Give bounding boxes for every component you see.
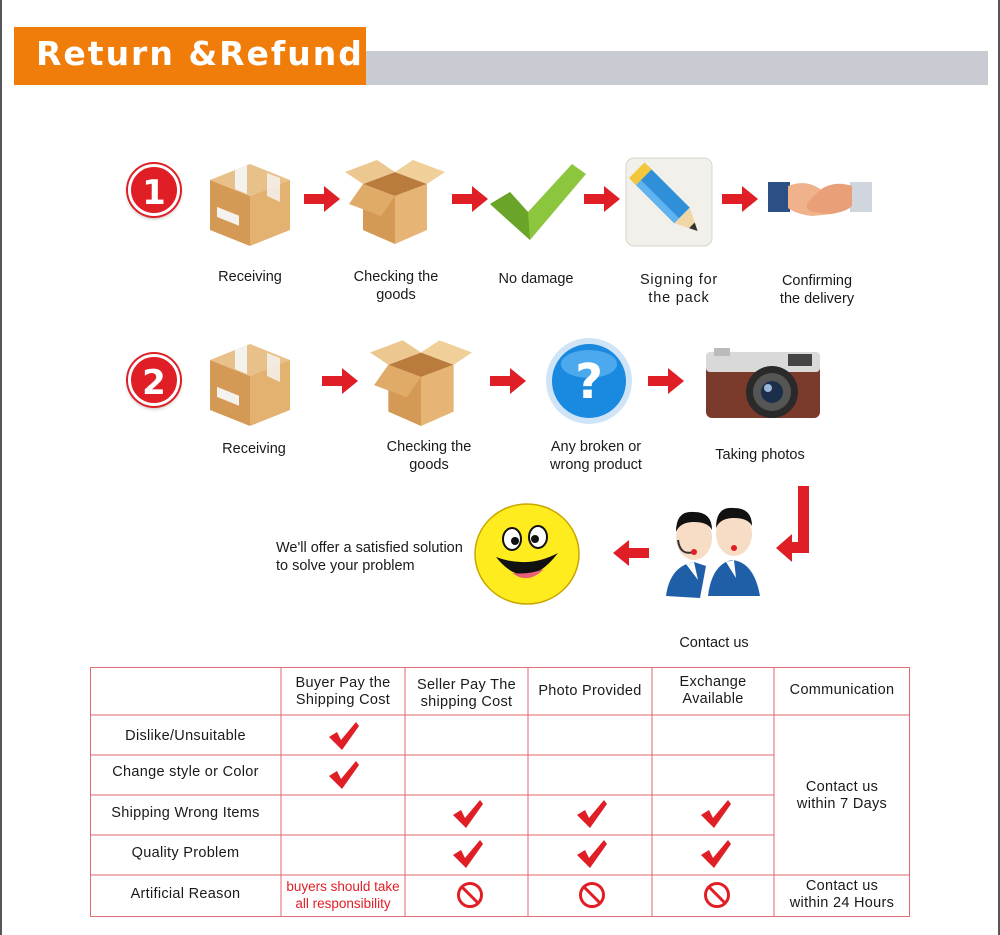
- header-rule: [366, 51, 988, 85]
- smiley-icon: [474, 503, 580, 605]
- arrow-left-icon: [613, 540, 649, 566]
- arrow-right-icon: [304, 186, 340, 212]
- arrow-right-icon: [648, 368, 684, 394]
- closed-box-icon: [210, 164, 290, 246]
- svg-text:?: ?: [575, 354, 603, 410]
- step2-label-4: Taking photos: [715, 447, 805, 463]
- handshake-icon: [768, 182, 872, 216]
- step1-label-1: Receiving: [218, 269, 282, 285]
- check-mark-icon: [329, 722, 359, 750]
- arrow-right-icon: [452, 186, 488, 212]
- row-label-wrong-items: Shipping Wrong Items: [111, 805, 260, 821]
- row-label-quality: Quality Problem: [131, 845, 240, 861]
- page-title: Return &Refund: [36, 34, 364, 73]
- header-communication: Communication: [789, 682, 895, 698]
- check-mark-icon: [329, 761, 359, 789]
- check-mark-icon: [453, 800, 483, 828]
- check-mark-icon: [453, 840, 483, 868]
- check-mark-icon: [701, 800, 731, 828]
- step2-label-1: Receiving: [222, 441, 286, 457]
- prohibited-icon: [704, 882, 730, 908]
- contact-us-label: Contact us: [679, 635, 749, 651]
- step-number-2: 2: [128, 354, 180, 406]
- open-box-icon: [345, 160, 445, 244]
- check-mark-icon: [577, 840, 607, 868]
- header-bar: [14, 27, 366, 85]
- check-mark-icon: [577, 800, 607, 828]
- step1-label-3: No damage: [498, 271, 574, 287]
- open-box-icon: [369, 340, 473, 426]
- row-label-dislike: Dislike/Unsuitable: [125, 728, 246, 744]
- camera-icon: [706, 348, 820, 418]
- arrow-right-icon: [322, 368, 358, 394]
- arrow-right-icon: [722, 186, 758, 212]
- support-agents-icon: [666, 507, 760, 598]
- question-icon: ?: [546, 338, 632, 424]
- prohibited-icon: [457, 882, 483, 908]
- arrow-down-left-icon: [776, 486, 809, 562]
- row-label-artificial: Artificial Reason: [130, 886, 241, 902]
- header-photo-provided: Photo Provided: [538, 683, 642, 699]
- check-mark-icon: [701, 840, 731, 868]
- pencil-icon: [625, 157, 713, 247]
- table-grid-lines: [90, 667, 910, 917]
- arrow-right-icon: [584, 186, 620, 212]
- row-label-change-style: Change style or Color: [112, 764, 259, 780]
- arrow-right-icon: [490, 368, 526, 394]
- closed-box-icon: [210, 344, 290, 426]
- checkmark-icon: [490, 164, 586, 240]
- step-number-1: 1: [128, 164, 180, 216]
- prohibited-icon: [579, 882, 605, 908]
